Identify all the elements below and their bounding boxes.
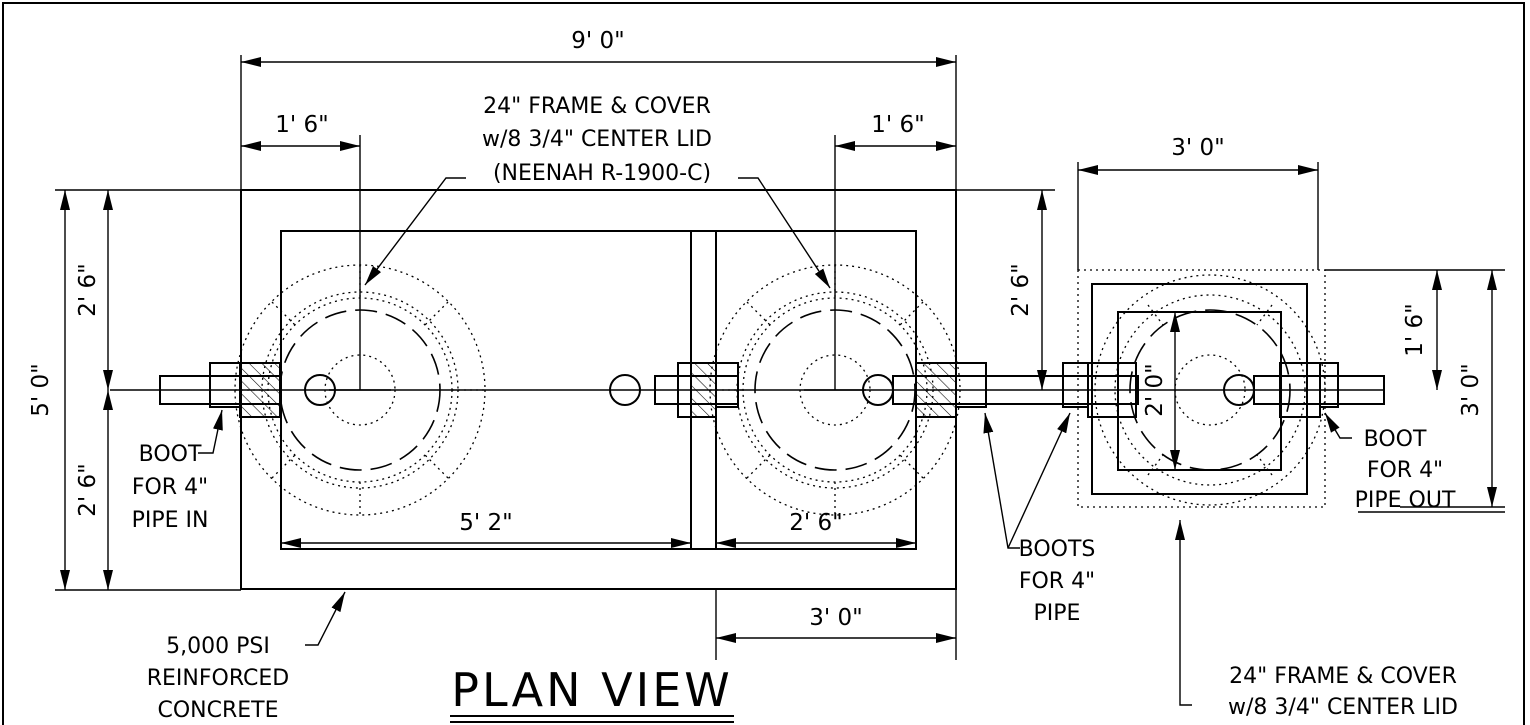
callout-concrete: 5,000 PSI REINFORCED CONCRETE <box>147 634 290 723</box>
concrete-line-1: 5,000 PSI <box>166 634 270 659</box>
callout-boots: BOOTS FOR 4" PIPE <box>1019 537 1096 626</box>
dim-box-inner: 2' 0" <box>1142 363 1168 416</box>
dim-right-offset: 1' 6" <box>871 112 924 138</box>
boot-out-line-1: BOOT <box>1364 427 1427 452</box>
concrete-line-3: CONCRETE <box>157 698 278 723</box>
dim-overall-height: 5' 0" <box>28 363 54 416</box>
manhole-right <box>709 135 961 516</box>
view-title: PLAN VIEW <box>450 663 734 723</box>
boot-out-line-2: FOR 4" <box>1367 458 1443 483</box>
callout-leaders <box>198 177 1505 706</box>
dimension-labels: 9' 0" 1' 6" 1' 6" 3' 0" 5' 0" 2' 6" 2' 6… <box>28 28 1484 631</box>
boot-in-line-3: PIPE IN <box>132 508 209 533</box>
frame-cover-bottom-line-1: 24" FRAME & COVER <box>1229 664 1457 689</box>
dim-right-half: 2' 6" <box>1008 263 1034 316</box>
boot-out-line-3: PIPE OUT <box>1355 488 1456 513</box>
callout-frame-cover-top: 24" FRAME & COVER w/8 3/4" CENTER LID (N… <box>482 94 712 186</box>
baffle-pipe <box>609 362 739 418</box>
boot-in-line-2: FOR 4" <box>132 475 208 500</box>
frame-cover-top-line-1: 24" FRAME & COVER <box>483 94 711 119</box>
callout-boot-out: BOOT FOR 4" PIPE OUT <box>1355 427 1456 513</box>
boots-line-1: BOOTS <box>1019 537 1096 562</box>
dim-box-height: 3' 0" <box>1458 363 1484 416</box>
dim-lower-half: 2' 6" <box>75 463 101 516</box>
concrete-line-2: REINFORCED <box>147 666 290 691</box>
dim-chamber-1-length: 5' 2" <box>459 510 512 536</box>
dim-overall-length: 9' 0" <box>571 28 624 54</box>
callout-boot-in: BOOT FOR 4" PIPE IN <box>132 442 209 533</box>
frame-cover-top-line-3: (NEENAH R-1900-C) <box>493 161 711 186</box>
dim-upper-half: 2' 6" <box>75 263 101 316</box>
outlet-pipe <box>862 362 1139 418</box>
callout-frame-cover-bottom: 24" FRAME & COVER w/8 3/4" CENTER LID <box>1228 664 1458 720</box>
dim-box-half: 1' 6" <box>1402 303 1428 356</box>
boots-line-2: FOR 4" <box>1019 569 1095 594</box>
dim-box-width: 3' 0" <box>1171 135 1224 161</box>
dim-chamber-2-length: 2' 6" <box>789 510 842 536</box>
inlet-pipe <box>159 362 336 418</box>
frame-cover-top-line-2: w/8 3/4" CENTER LID <box>482 127 712 152</box>
boot-in-line-1: BOOT <box>139 442 202 467</box>
dim-left-offset: 1' 6" <box>275 112 328 138</box>
frame-cover-bottom-line-2: w/8 3/4" CENTER LID <box>1228 695 1458 720</box>
distribution-box <box>1077 269 1385 508</box>
boots-line-3: PIPE <box>1034 601 1081 626</box>
view-title-text: PLAN VIEW <box>451 663 733 717</box>
dimension-lines <box>55 55 1505 660</box>
manhole-left <box>234 135 486 516</box>
dim-bottom-right: 3' 0" <box>809 605 862 631</box>
